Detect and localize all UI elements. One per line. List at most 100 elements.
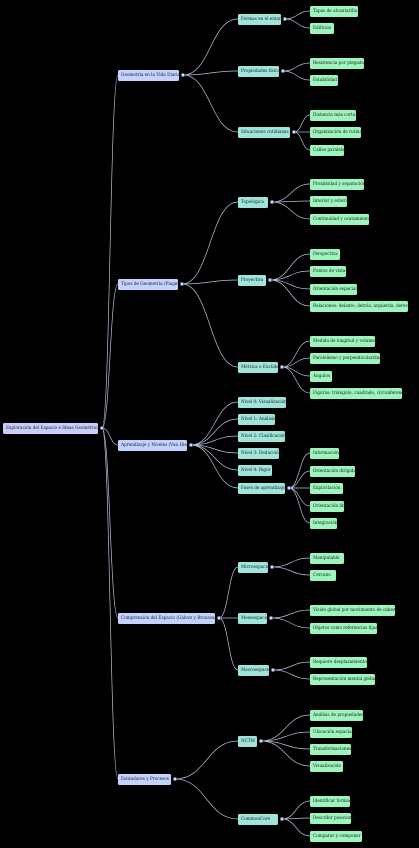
leaf-node[interactable]: Orientación dirigida <box>310 465 356 477</box>
mindmap-link <box>269 279 311 290</box>
collapse-toggle[interactable] <box>269 616 273 620</box>
leaf-node[interactable]: Medida de longitud y volumen <box>310 335 378 347</box>
subtopic-node[interactable]: Topológica <box>238 196 268 208</box>
leaf-node[interactable]: Edificios <box>310 22 334 34</box>
leaf-node[interactable]: Orientación espacial <box>310 283 357 295</box>
leaf-node[interactable]: Resistencia por plegado <box>310 57 364 69</box>
leaf-node[interactable]: Perspectiva <box>310 248 340 260</box>
subtopic-node[interactable]: Nivel 2: Clasificación <box>238 430 286 442</box>
mindmap-link <box>101 427 119 619</box>
leaf-node[interactable]: Análisis de propiedades <box>310 709 364 721</box>
mindmap-link <box>272 669 311 680</box>
collapse-toggle[interactable] <box>270 200 274 204</box>
leaf-node[interactable]: Información <box>310 447 339 459</box>
mindmap-link <box>281 340 311 368</box>
leaf-node[interactable]: Requiere desplazamiento <box>310 656 367 668</box>
collapse-toggle[interactable] <box>281 69 285 73</box>
leaf-node[interactable]: Calles paralelas <box>310 144 347 156</box>
collapse-toggle[interactable] <box>268 278 272 282</box>
topic-node[interactable]: Aprendizaje y Niveles (Van Hiele) <box>118 439 192 451</box>
collapse-toggle[interactable] <box>283 17 287 21</box>
leaf-node[interactable]: Representación mental global <box>310 673 377 685</box>
root-node[interactable]: Exploración del Espacio e Ideas Geométri… <box>3 422 102 434</box>
mindmap-link <box>281 366 311 377</box>
mindmap-link <box>260 731 311 742</box>
leaf-node[interactable]: Ubicación espacial <box>310 726 353 738</box>
leaf-node[interactable]: Identificar formas <box>310 795 351 807</box>
mindmap-link <box>270 609 311 619</box>
leaf-node[interactable]: Paralelismo y perpendicularidad <box>310 352 382 364</box>
leaf-node[interactable]: Organización de rutinas <box>310 126 364 138</box>
collapse-toggle[interactable] <box>189 443 193 447</box>
subtopic-node[interactable]: Formas en el entorno <box>238 13 286 25</box>
subtopic-node[interactable]: Macroespacio <box>238 664 271 676</box>
collapse-toggle[interactable] <box>280 365 284 369</box>
leaf-node[interactable]: Estabilidad <box>310 74 338 86</box>
leaf-node[interactable]: Interior y exterior <box>310 195 351 207</box>
leaf-node[interactable]: Describir posiciones <box>310 812 356 824</box>
collapse-toggle[interactable] <box>180 282 184 286</box>
mindmap-link <box>269 253 311 281</box>
subtopic-node[interactable]: Nivel 1: Análisis <box>238 413 275 425</box>
mindmap-link <box>269 279 311 307</box>
subtopic-node[interactable]: Nivel 0: Visualización <box>238 396 287 408</box>
subtopic-node[interactable]: Nivel 4: Rigor <box>238 464 272 476</box>
mindmap-link <box>174 740 239 780</box>
subtopic-node[interactable]: NCTM <box>238 735 257 747</box>
mindmap-link <box>288 487 311 507</box>
leaf-node[interactable]: Figuras: triángulo, cuadrado, circunfere… <box>310 387 408 399</box>
mindmap-link <box>272 661 311 671</box>
collapse-toggle[interactable] <box>271 668 275 672</box>
leaf-node[interactable]: Relaciones: delante, detrás, izquierda, … <box>310 300 413 312</box>
leaf-node[interactable]: Transformaciones <box>310 743 351 755</box>
leaf-node[interactable]: Explicitación <box>310 482 343 494</box>
subtopic-node[interactable]: CommonCore <box>238 813 278 825</box>
mindmap-link <box>288 487 311 524</box>
collapse-toggle[interactable] <box>100 426 104 430</box>
leaf-node[interactable]: Continuidad y ocatamiento <box>310 213 370 225</box>
topic-node[interactable]: Geometría en la Vida Diaria <box>118 69 180 81</box>
leaf-node[interactable]: Distancia más corta <box>310 109 356 121</box>
leaf-node[interactable]: Ángulos <box>310 370 332 382</box>
topic-node[interactable]: Tipos de Geometría (Piaget) <box>118 278 181 290</box>
leaf-node[interactable]: Comparar y componer <box>310 830 362 842</box>
collapse-toggle[interactable] <box>217 616 221 620</box>
collapse-toggle[interactable] <box>181 73 185 77</box>
mindmap-link <box>181 201 239 285</box>
leaf-node[interactable]: Manipulable <box>310 552 344 564</box>
mindmap-link <box>269 270 311 281</box>
mindmap-link <box>182 18 239 76</box>
subtopic-node[interactable]: Propiedades físicas <box>238 65 282 77</box>
leaf-node[interactable]: Orientación libre <box>310 500 349 512</box>
subtopic-node[interactable]: Mesoespacio <box>238 612 268 624</box>
topic-node[interactable]: Estándares y Procesos <box>118 773 171 785</box>
collapse-toggle[interactable] <box>292 130 296 134</box>
leaf-node[interactable]: Visión global por movimiento de cabeza <box>310 604 398 616</box>
leaf-node[interactable]: Proximidad y separación <box>310 178 365 190</box>
leaf-node[interactable]: Objetos como referencias fijas <box>310 622 377 634</box>
leaf-node[interactable]: Cercano <box>310 569 336 581</box>
subtopic-node[interactable]: Fases de aprendizaje <box>238 482 286 494</box>
mindmap-link <box>182 70 239 76</box>
leaf-node[interactable]: Visualización <box>310 760 343 772</box>
leaf-node[interactable]: Puntos de vista <box>310 265 346 277</box>
collapse-toggle[interactable] <box>173 777 177 781</box>
collapse-toggle[interactable] <box>259 739 263 743</box>
topic-node[interactable]: Comprensión del Espacio (Gálvez y Brouss… <box>118 612 221 624</box>
subtopic-node[interactable]: Métrica o Euclídea <box>238 361 281 373</box>
collapse-toggle[interactable] <box>280 817 284 821</box>
collapse-toggle[interactable] <box>287 486 291 490</box>
mindmap-link <box>182 74 239 133</box>
mindmap-link <box>101 283 119 429</box>
mindmap-link <box>218 617 239 671</box>
collapse-toggle[interactable] <box>270 565 274 569</box>
mindmap-link <box>281 818 311 837</box>
subtopic-node[interactable]: Situaciones cotidianas <box>238 126 290 138</box>
subtopic-node[interactable]: Proyectiva <box>238 274 266 286</box>
leaf-node[interactable]: Tapas de alcantarilla <box>310 5 358 17</box>
subtopic-node[interactable]: Nivel 3: Deducción <box>238 447 281 459</box>
leaf-node[interactable]: Integración <box>310 517 338 529</box>
mindmap-link <box>282 70 311 81</box>
mindmap-link <box>282 62 311 72</box>
subtopic-node[interactable]: Microespacio <box>238 561 270 573</box>
